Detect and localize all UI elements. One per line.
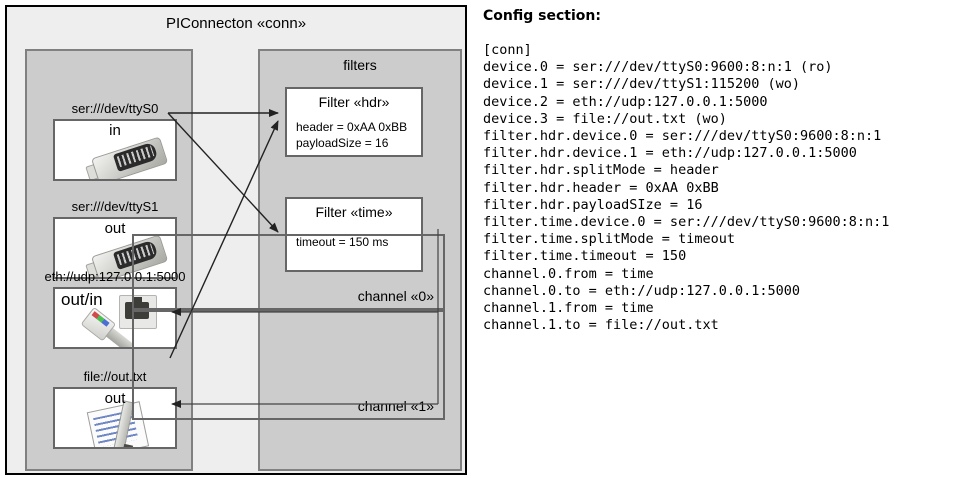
config-line: filter.hdr.splitMode = header [483, 162, 719, 179]
device-ttyS0-label: ser:///dev/ttyS0 [71, 101, 159, 116]
device-eth-label: eth://udp:127.0.0.1:5000 [44, 269, 186, 284]
config-line: device.1 = ser:///dev/ttyS1:115200 (wo) [483, 76, 800, 93]
filter-hdr-line-header: header = 0xAA 0xBB [296, 120, 408, 134]
config-line: filter.hdr.device.0 = ser:///dev/ttyS0:9… [483, 128, 882, 145]
config-text: [conn]device.0 = ser:///dev/ttyS0:9600:8… [483, 42, 889, 334]
config-line: device.3 = file://out.txt (wo) [483, 110, 727, 127]
devices-panel: ser:///dev/ttyS0 in ser:///dev/ttyS1 out [25, 49, 193, 471]
component-title: PIConnecton «conn» [165, 15, 307, 32]
connector-component-frame: PIConnecton «conn» ser:///dev/ttyS0 in s… [5, 5, 467, 475]
config-section: Config section: [conn]device.0 = ser:///… [483, 0, 961, 484]
filter-time-line-timeout: timeout = 150 ms [296, 235, 389, 249]
filter-hdr-box[interactable]: Filter «hdr» header = 0xAA 0xBB payloadS… [285, 87, 423, 157]
channel-1-region[interactable]: channel «1» [132, 310, 445, 420]
device-ttyS0-box[interactable]: in [53, 119, 177, 181]
config-line: channel.1.from = time [483, 300, 654, 317]
config-line: channel.0.to = eth://udp:127.0.0.1:5000 [483, 282, 800, 299]
config-line: channel.1.to = file://out.txt [483, 317, 719, 334]
device-ttyS1-direction: out [104, 220, 126, 237]
channel-0-label: channel «0» [357, 288, 434, 304]
config-line: device.2 = eth://udp:127.0.0.1:5000 [483, 93, 768, 110]
device-file-label: file://out.txt [83, 369, 147, 384]
device-eth-direction: out/in [61, 290, 103, 309]
config-line: filter.time.splitMode = timeout [483, 231, 735, 248]
filter-hdr-line-payload: payloadSize = 16 [296, 136, 389, 150]
filter-hdr-title: Filter «hdr» [318, 94, 390, 110]
device-ttyS1-label: ser:///dev/ttyS1 [71, 199, 159, 214]
config-line: filter.hdr.device.1 = eth://udp:127.0.0.… [483, 145, 857, 162]
config-line: filter.time.device.0 = ser:///dev/ttyS0:… [483, 214, 890, 231]
filters-panel: filters Filter «hdr» header = 0xAA 0xBB … [132, 49, 462, 471]
config-line: channel.0.from = time [483, 265, 654, 282]
channel-0-region[interactable]: channel «0» [132, 234, 445, 310]
filter-time-title: Filter «time» [315, 204, 393, 220]
device-ttyS1-box[interactable]: out [53, 217, 177, 279]
filters-panel-title: filters [343, 57, 377, 73]
config-heading: Config section: [483, 8, 601, 24]
device-ttyS0-direction: in [109, 122, 121, 139]
config-line: filter.hdr.payloadSIze = 16 [483, 196, 703, 213]
channel-1-label: channel «1» [357, 398, 434, 414]
config-line: [conn] [483, 42, 532, 58]
config-line: filter.hdr.header = 0xAA 0xBB [483, 179, 719, 196]
config-line: device.0 = ser:///dev/ttyS0:9600:8:n:1 (… [483, 59, 833, 76]
filter-time-box[interactable]: Filter «time» timeout = 150 ms [285, 197, 423, 272]
device-file-direction: out [104, 390, 126, 407]
config-line: filter.time.timeout = 150 [483, 248, 687, 265]
